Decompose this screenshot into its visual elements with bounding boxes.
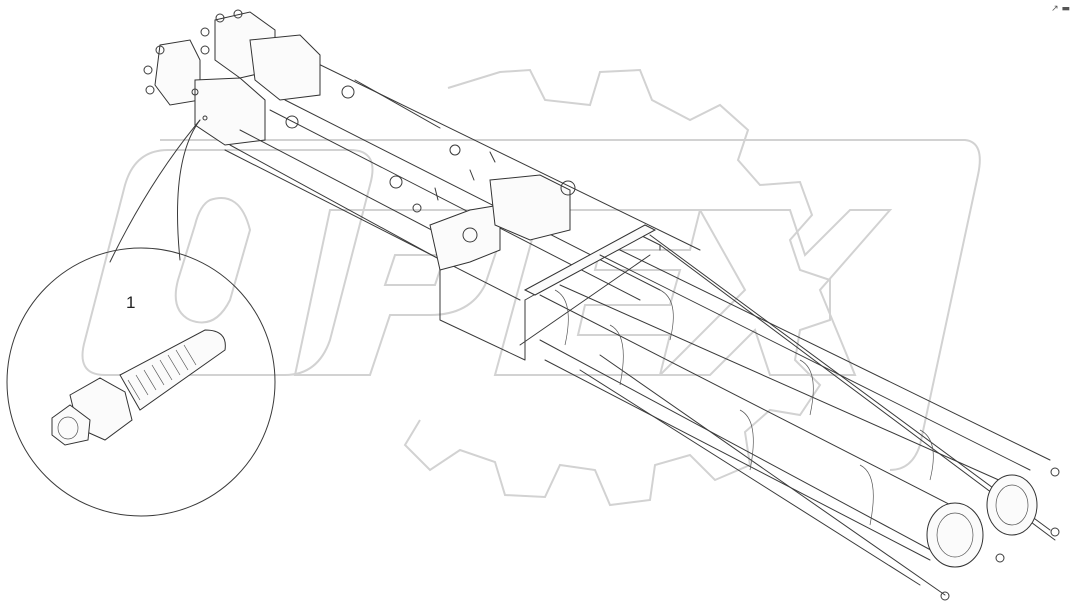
- watermark-gear: [403, 68, 831, 507]
- piston-tubes: [539, 234, 1060, 601]
- detail-part-stud: [51, 329, 226, 446]
- corner-mark: ↗ ▬: [1051, 4, 1070, 14]
- central-bracket: [429, 174, 661, 361]
- callout-number-1: 1: [126, 293, 136, 312]
- callout-detail-1: [6, 119, 276, 517]
- upper-cylinder-assembly: [200, 9, 701, 301]
- fittings: [389, 144, 496, 213]
- lower-cylinder-assembly: [143, 39, 521, 301]
